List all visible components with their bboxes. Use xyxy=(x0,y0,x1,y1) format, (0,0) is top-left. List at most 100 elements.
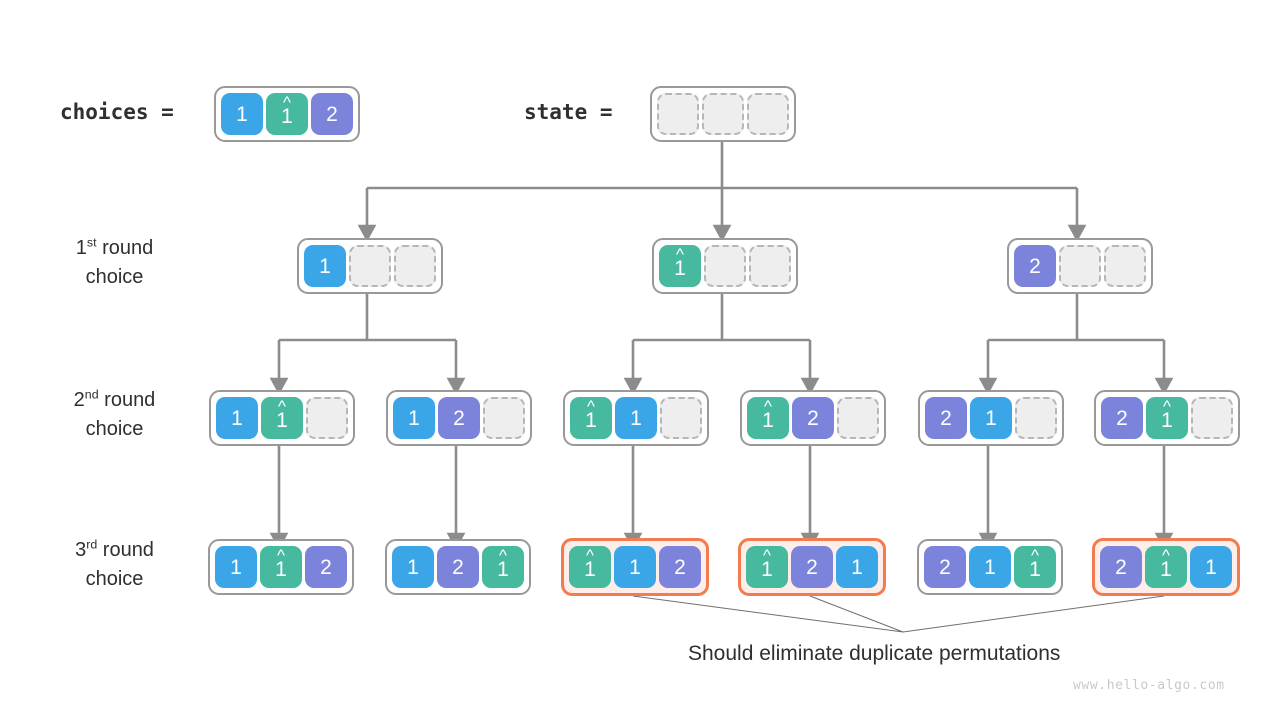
tree-node-r2-n6[interactable]: 21 xyxy=(1094,390,1240,446)
cell-value: 1 xyxy=(319,254,331,278)
array-box: 11 xyxy=(209,390,355,446)
cell-value: 1 xyxy=(851,555,863,579)
tree-node-r3-n3[interactable]: 112 xyxy=(561,538,709,596)
tree-node-r3-n2[interactable]: 1 2 1 xyxy=(385,539,531,595)
array-cell-1: 1 xyxy=(615,397,657,439)
array-box: 1 xyxy=(297,238,443,294)
tree-node-r1-n3[interactable]: 2 xyxy=(1007,238,1153,294)
leader-line-2 xyxy=(809,595,904,633)
tree-node-r1-n2[interactable]: 1 xyxy=(652,238,798,294)
cell-value: 2 xyxy=(807,406,819,430)
array-cell-empty xyxy=(660,397,702,439)
cell-value: 1 xyxy=(984,555,996,579)
leader-line-3 xyxy=(902,595,1165,633)
array-cell-1-hat: 1 xyxy=(1014,546,1056,588)
array-cell-1-hat: 1 xyxy=(261,397,303,439)
array-cell-1: 1 xyxy=(393,397,435,439)
array-box: 211 xyxy=(1092,538,1240,596)
tree-node-r3-n5[interactable]: 2 1 1 xyxy=(917,539,1063,595)
array-cell-empty xyxy=(306,397,348,439)
cell-value: 1 xyxy=(584,559,596,580)
cell-value: 1 xyxy=(497,559,509,580)
array-cell-1: 1 xyxy=(970,397,1012,439)
array-box: 112 xyxy=(561,538,709,596)
cell-value: 2 xyxy=(452,555,464,579)
array-box: 1 xyxy=(652,238,798,294)
array-cell-1-hat: 1 xyxy=(747,397,789,439)
array-cell-1: 1 xyxy=(215,546,257,588)
cell-value: 2 xyxy=(1116,406,1128,430)
array-cell-1: 1 xyxy=(614,546,656,588)
cell-value: 1 xyxy=(674,258,686,279)
array-cell-2: 2 xyxy=(311,93,353,135)
array-box: 2 1 1 xyxy=(917,539,1063,595)
array-box: 121 xyxy=(738,538,886,596)
row-2-word: round xyxy=(104,389,156,411)
array-box: 1 2 1 xyxy=(385,539,531,595)
tree-node-r1-n1[interactable]: 1 xyxy=(297,238,443,294)
array-cell-1-hat: 1 xyxy=(1146,397,1188,439)
array-cell-1: 1 xyxy=(969,546,1011,588)
row-3-num: 3 xyxy=(75,539,87,561)
array-cell-1-hat: 1 xyxy=(569,546,611,588)
array-box: 12 xyxy=(740,390,886,446)
array-cell-empty xyxy=(749,245,791,287)
array-cell-2: 2 xyxy=(305,546,347,588)
array-box: 11 xyxy=(563,390,709,446)
cell-value: 1 xyxy=(236,102,248,126)
state-label: state = xyxy=(524,100,613,124)
cell-value: 1 xyxy=(281,106,293,127)
cell-value: 1 xyxy=(407,555,419,579)
tree-node-r2-n1[interactable]: 11 xyxy=(209,390,355,446)
array-cell-1-hat: 1 xyxy=(260,546,302,588)
array-box: 21 xyxy=(1094,390,1240,446)
array-cell-1: 1 xyxy=(216,397,258,439)
choices-array: 112 xyxy=(214,86,360,142)
array-cell-2: 2 xyxy=(791,546,833,588)
tree-node-r3-n6[interactable]: 211 xyxy=(1092,538,1240,596)
tree-node-r3-n4[interactable]: 121 xyxy=(738,538,886,596)
row-label-round-1: 1st round choice xyxy=(32,234,197,292)
array-cell-empty xyxy=(483,397,525,439)
choices-label: choices = xyxy=(60,100,174,124)
cell-value: 2 xyxy=(939,555,951,579)
array-cell-empty xyxy=(1015,397,1057,439)
array-cell-1-hat: 1 xyxy=(746,546,788,588)
array-cell-1: 1 xyxy=(304,245,346,287)
cell-value: 1 xyxy=(1160,559,1172,580)
cell-value: 1 xyxy=(231,406,243,430)
row-3-line-1: 3rd round xyxy=(75,538,154,561)
array-cell-2: 2 xyxy=(437,546,479,588)
cell-value: 1 xyxy=(762,410,774,431)
array-cell-empty xyxy=(1191,397,1233,439)
array-cell-1-hat: 1 xyxy=(659,245,701,287)
array-cell-empty xyxy=(349,245,391,287)
row-label-round-2: 2nd round choice xyxy=(32,386,197,444)
array-cell-2: 2 xyxy=(792,397,834,439)
cell-value: 1 xyxy=(276,410,288,431)
array-cell-empty xyxy=(747,93,789,135)
tree-node-r3-n1[interactable]: 112 xyxy=(208,539,354,595)
cell-value: 2 xyxy=(453,406,465,430)
cell-value: 2 xyxy=(1115,555,1127,579)
array-cell-1: 1 xyxy=(392,546,434,588)
tree-node-r2-n3[interactable]: 11 xyxy=(563,390,709,446)
array-cell-2: 2 xyxy=(438,397,480,439)
cell-value: 1 xyxy=(230,555,242,579)
cell-value: 2 xyxy=(940,406,952,430)
array-box: 112 xyxy=(208,539,354,595)
tree-node-r2-n4[interactable]: 12 xyxy=(740,390,886,446)
array-cell-empty xyxy=(704,245,746,287)
array-box: 2 xyxy=(1007,238,1153,294)
array-cell-empty xyxy=(657,93,699,135)
array-cell-empty xyxy=(1059,245,1101,287)
cell-value: 1 xyxy=(408,406,420,430)
cell-value: 1 xyxy=(1029,559,1041,580)
choices-array-box: 112 xyxy=(214,86,360,142)
array-cell-2: 2 xyxy=(924,546,966,588)
